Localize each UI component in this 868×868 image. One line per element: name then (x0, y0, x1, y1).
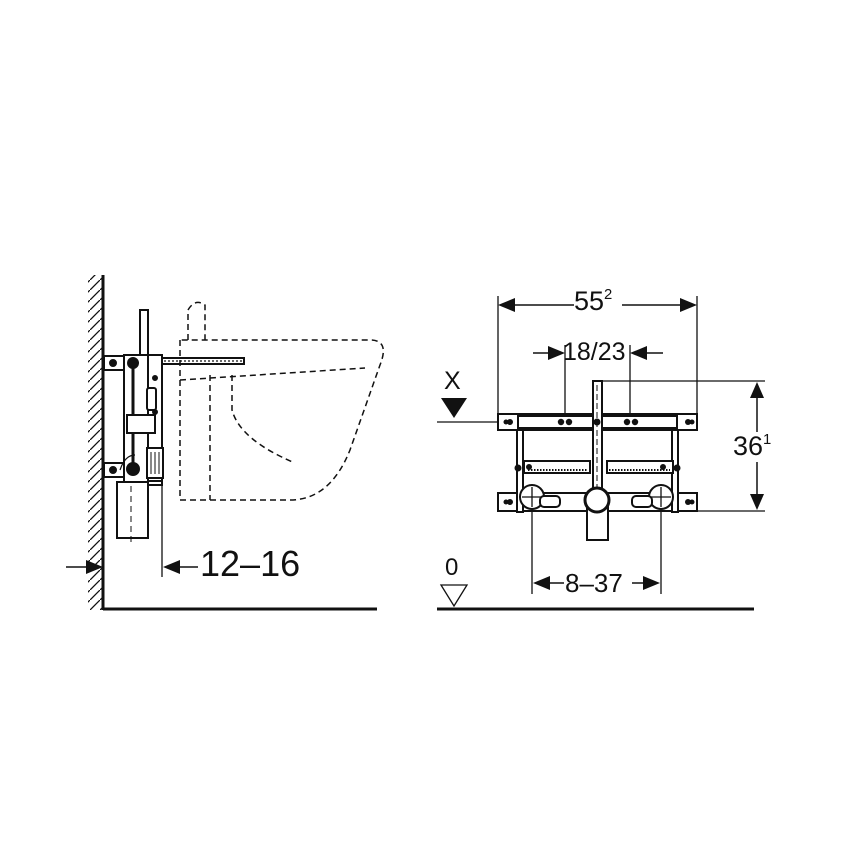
level-label-floor: 0 (445, 554, 459, 581)
level-floor-marker-icon (439, 584, 469, 608)
installation-frame-side (116, 309, 245, 545)
wall (88, 275, 105, 610)
dimension-height (602, 380, 765, 512)
dimension-wall-gap (66, 484, 198, 577)
dimension-fixing-holes (533, 345, 663, 420)
level-x-marker-icon (441, 398, 467, 418)
front-view (437, 296, 765, 611)
level-label-x: X (444, 367, 461, 395)
dimension-width (497, 296, 698, 415)
wall-bracket-top (103, 355, 127, 478)
dimension-label-connection-spacing: 8–37 (565, 568, 623, 598)
side-view (66, 275, 385, 611)
dimension-label-height: 361 (733, 431, 772, 462)
dimension-label-wall-gap: 12–16 (200, 543, 301, 584)
dimension-label-width: 552 (574, 286, 613, 317)
fixing-bolts (503, 418, 695, 505)
bidet-outline-dashed (179, 301, 385, 501)
installation-frame-front (497, 380, 698, 541)
dimension-label-fixing-holes: 18/23 (563, 338, 626, 366)
